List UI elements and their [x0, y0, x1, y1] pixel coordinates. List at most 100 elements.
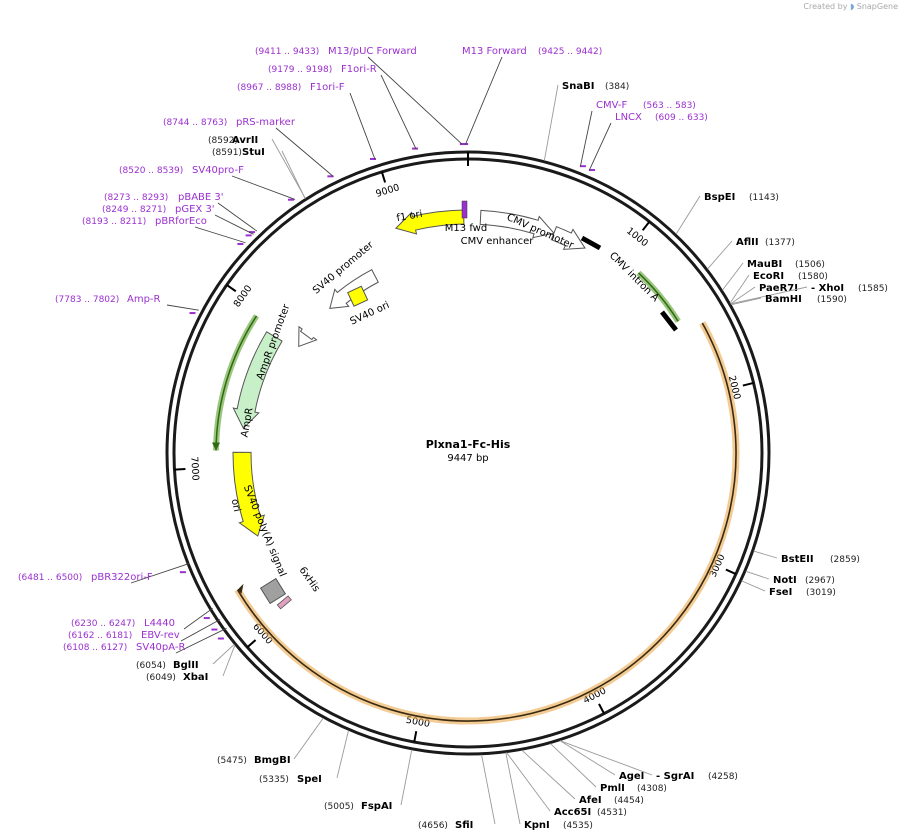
site-name: BstEII: [781, 554, 814, 565]
site-position: (5335): [259, 775, 289, 785]
primer-name: LNCX: [615, 112, 642, 123]
tick-label: 9000: [375, 182, 401, 200]
feature-label: 6xHis: [297, 565, 322, 594]
primer-name: SV40pA-R: [136, 642, 185, 653]
tick-mark: [742, 381, 754, 387]
primer-leader: [217, 202, 258, 232]
primer-range: (609 .. 633): [655, 113, 708, 123]
primer-name: pBR322ori-F: [91, 572, 153, 583]
insert-arrow-icon: [237, 583, 244, 594]
cmv-promoter-arrow: [550, 226, 586, 250]
site-leader: [730, 297, 762, 306]
his-tag-box: [276, 595, 292, 610]
primer-name: pBRforEco: [155, 216, 207, 227]
site-name: AvrII: [232, 135, 258, 146]
primer-name: F1ori-F: [310, 82, 345, 93]
plasmid-length: 9447 bp: [447, 453, 488, 464]
primer-name: pBABE 3': [178, 192, 224, 203]
site-position: (5475): [217, 756, 247, 766]
site-leader: [559, 740, 616, 776]
primer-range: (8249 .. 8271): [102, 205, 166, 215]
primer-leader: [367, 56, 464, 146]
site-position: (8591): [212, 148, 242, 158]
site-leader: [506, 752, 551, 812]
site-name: StuI: [242, 147, 265, 158]
insert-arc: [234, 321, 740, 725]
primer-name: F1ori-R: [341, 64, 377, 75]
tick-mark: [641, 221, 651, 231]
primer-range: (563 .. 583): [643, 101, 696, 111]
site-position: (2967): [805, 576, 835, 586]
sv40-promoter-arrow: [329, 269, 379, 310]
site-name: KpnI: [524, 820, 550, 831]
primer-range: (8193 .. 8211): [82, 217, 146, 227]
primer-name: pGEX 3': [175, 204, 215, 215]
ampr-promoter-arrow: [298, 325, 318, 348]
ampr-arrow: [232, 331, 283, 430]
site-name: PaeR7I: [759, 283, 798, 294]
site-leader: [722, 262, 744, 291]
primer-range: (8273 .. 8293): [104, 193, 168, 203]
m13-fwd-mark: [461, 200, 468, 219]
primer-leader: [275, 127, 334, 177]
primer-name: CMV-F: [596, 100, 627, 111]
tick-mark: [598, 703, 605, 715]
site-position: (384): [605, 82, 629, 92]
tick-mark: [174, 468, 186, 471]
snapgene-logo-icon: ◗: [849, 2, 855, 11]
credit-prefix: Created by: [803, 2, 848, 11]
primer-name: SV40pro-F: [192, 165, 244, 176]
restriction-sites: SnaBI(384)BspEI(1143)AflII(1377)MauBI(15…: [136, 81, 888, 831]
primer-range: (8520 .. 8539): [119, 166, 183, 176]
primer-name: pRS-marker: [236, 117, 296, 128]
site-name: MauBI: [747, 259, 782, 270]
feature-label: M13 fwd: [445, 223, 487, 234]
site-leader: [293, 717, 324, 760]
cmv-enhancer-arrow: [479, 209, 555, 239]
sv40-polya-box: [259, 577, 287, 605]
site-name: BamHI: [765, 294, 802, 305]
site-name: Acc65I: [554, 807, 591, 818]
primer-leader: [175, 627, 227, 654]
site-leader: [505, 752, 521, 825]
site-position: (3019): [806, 588, 836, 598]
primer-leader: [464, 56, 503, 146]
site-leader: [729, 274, 750, 304]
site-position: (6054): [136, 661, 166, 671]
site-name: FspAI: [361, 801, 392, 812]
primer-name: L4440: [144, 618, 175, 629]
primer-leader: [588, 122, 612, 171]
feature-label: CMV enhancer: [461, 236, 535, 247]
site-position: (4531): [597, 808, 627, 818]
site-position: (4308): [637, 784, 667, 794]
site-leader: [212, 643, 235, 665]
primer-range: (8744 .. 8763): [163, 118, 227, 128]
site-leader: [741, 580, 766, 592]
site-name: BglII: [173, 660, 199, 671]
site-name: BmgBI: [254, 755, 291, 766]
f1-ori-arrow: [394, 209, 465, 235]
primer-leader: [183, 607, 213, 630]
primer-name: Amp-R: [127, 294, 161, 305]
site-leader: [730, 286, 756, 305]
site-name: FseI: [769, 587, 792, 598]
site-position: (8592): [208, 136, 238, 146]
site-leader: [753, 550, 778, 559]
feature-label: SV40 poly(A) signal: [241, 484, 288, 579]
site-leader: [543, 84, 559, 161]
site-position: (4535): [563, 821, 593, 831]
cmv-block-2: [660, 310, 678, 332]
ori-arrow: [232, 451, 266, 537]
tick-mark: [226, 284, 237, 293]
site-name: EcoRI: [753, 271, 784, 282]
primer-range: (8967 .. 8988): [237, 83, 301, 93]
primer-range: (6108 .. 6127): [63, 643, 127, 653]
site-position: (1580): [798, 272, 828, 282]
site-leader: [281, 150, 306, 199]
tick-label: 7000: [188, 456, 200, 481]
tick-mark: [725, 568, 737, 575]
site-name: SpeI: [297, 774, 322, 785]
primer-leader: [130, 563, 190, 584]
primer-leader: [214, 214, 254, 235]
site-position: (1585): [858, 284, 888, 294]
